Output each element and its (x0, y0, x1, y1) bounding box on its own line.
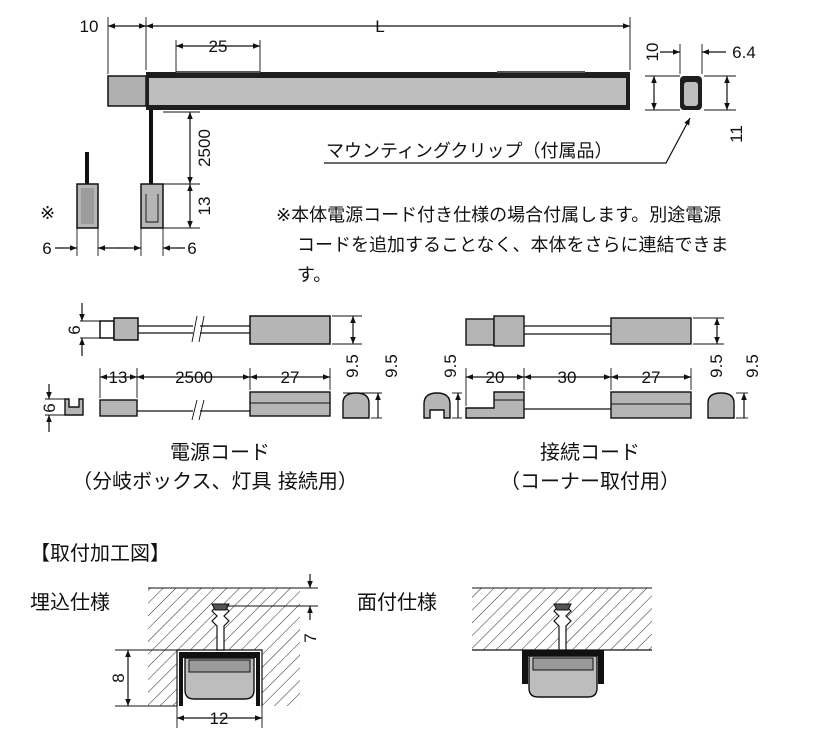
connect-dim-9-5-b: 9.5 (743, 354, 762, 378)
connect-plug-side (465, 391, 525, 419)
connect-cord-drawing: 9.5 20 30 27 9.5 9.5 接続コード （コーナー取付用） (423, 315, 762, 493)
dim-6-left: 6 (42, 239, 51, 258)
power-block-side (249, 391, 331, 417)
connect-dim-20: 20 (486, 368, 505, 387)
connect-plug-top-b (493, 315, 525, 347)
surface-clip (522, 650, 604, 684)
asterisk-mark: ※ (40, 203, 55, 224)
clip-label: マウンティングクリップ（付属品） (326, 141, 613, 162)
power-dim-6-bottom: 6 (40, 403, 59, 412)
install-heading: 【取付加工図】 (30, 541, 170, 565)
connect-block-side (610, 391, 692, 419)
main-dimensions: 10 L 25 2500 13 6 6 ※ (40, 17, 631, 258)
light-bar-drawing (76, 71, 630, 229)
power-plug-side (99, 399, 138, 417)
power-block-top (249, 315, 331, 345)
connect-profile-left (423, 392, 451, 419)
power-dim-9-5-b: 9.5 (382, 354, 401, 378)
power-dim-13: 13 (109, 368, 128, 387)
connect-caption-1: 接続コード (540, 440, 640, 464)
recessed-dim-12: 12 (210, 709, 229, 728)
power-cord-drawing: 6 6 13 2500 27 9.5 9.5 電源コード （分岐ボックス (40, 303, 401, 493)
dim-L: L (375, 17, 384, 36)
clip-dim-10: 10 (643, 43, 662, 62)
dim-10: 10 (80, 17, 99, 36)
power-plug-top (113, 317, 139, 341)
power-caption-2: （分岐ボックス、灯具 接続用） (72, 469, 358, 493)
power-caption-1: 電源コード (170, 440, 270, 464)
clip-dim-11: 11 (727, 125, 746, 143)
recessed-dim-7: 7 (301, 633, 320, 642)
connect-dim-9-5-left: 9.5 (441, 354, 460, 378)
cord-connector (140, 183, 164, 229)
connect-caption-2: （コーナー取付用） (500, 469, 680, 493)
dim-2500: 2500 (195, 129, 214, 167)
power-dim-6-top: 6 (65, 325, 84, 334)
end-cap (107, 75, 147, 107)
surface-install-drawing: 面付仕様 (357, 587, 652, 698)
note-text: ※本体電源コード付き仕様の場合付属します。別途電源 コードを追加することなく、本… (276, 205, 728, 286)
connect-plug-top-a (465, 318, 495, 346)
connect-block-top (610, 317, 692, 345)
power-dim-2500: 2500 (175, 368, 213, 387)
note-line-2: コードを追加することなく、本体をさらに連結できま (297, 235, 728, 256)
recessed-dim-8: 8 (109, 673, 128, 682)
note-line-3: す。 (297, 265, 331, 286)
surface-label: 面付仕様 (357, 590, 437, 614)
connect-dim-27: 27 (642, 368, 661, 387)
note-line-1: ※本体電源コード付き仕様の場合付属します。別途電源 (276, 205, 721, 226)
power-profile (342, 392, 370, 419)
connect-profile-right (707, 392, 735, 419)
power-plug-end (64, 398, 84, 416)
bar-lens (149, 78, 626, 105)
recessed-install-drawing: 埋込仕様 7 8 12 (30, 574, 320, 728)
clip-dim-6-4: 6.4 (732, 43, 756, 62)
power-dim-9-5-a: 9.5 (343, 354, 362, 378)
mounting-clip-drawing: 10 6.4 11 マウンティングクリップ（付属品） (324, 43, 756, 164)
dim-6-right: 6 (187, 239, 196, 258)
connect-dim-30: 30 (558, 368, 577, 387)
power-dim-27: 27 (281, 368, 300, 387)
dim-25: 25 (209, 37, 228, 56)
connect-dim-9-5-a: 9.5 (707, 354, 726, 378)
recessed-label: 埋込仕様 (30, 590, 110, 614)
dim-13: 13 (195, 197, 214, 216)
